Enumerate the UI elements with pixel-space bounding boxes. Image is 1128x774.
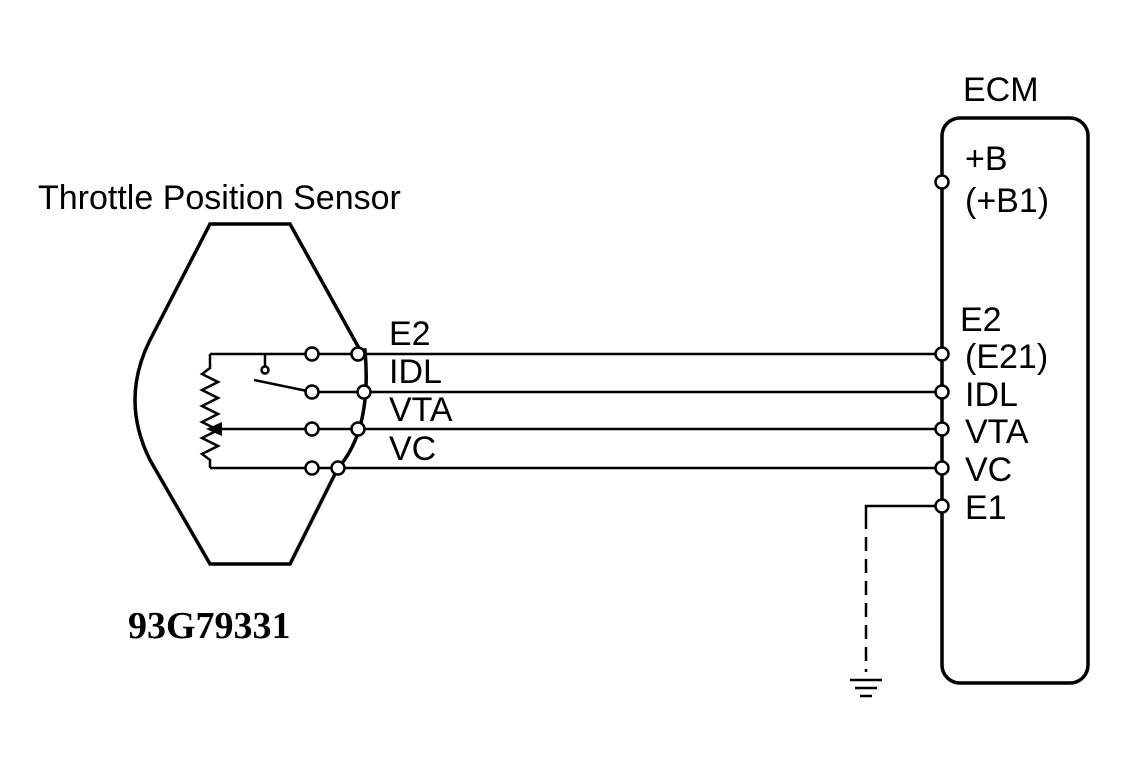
- sensor-connector-e2: [350, 346, 366, 362]
- wire-label-vc: VC: [389, 430, 436, 468]
- ecm-label-e2: E2: [960, 301, 1002, 339]
- ecm-terminal-idl: [934, 384, 950, 400]
- figure-code: 93G79331: [128, 605, 291, 647]
- sensor-inner-terminal-idl: [304, 384, 320, 400]
- ecm-label-e21: (E21): [965, 338, 1048, 376]
- ecm-label-idl: IDL: [965, 376, 1018, 414]
- wire-label-vta: VTA: [389, 391, 453, 429]
- sensor-connector-vta: [350, 421, 366, 437]
- ecm-terminal-vta: [934, 421, 950, 437]
- sensor-inner-terminal-vc: [304, 460, 320, 476]
- ecm-title: ECM: [963, 71, 1039, 109]
- idle-switch-contact: [260, 365, 270, 375]
- sensor-inner-terminal-e2: [304, 346, 320, 362]
- resistor-element: [199, 354, 221, 468]
- sensor-inner-terminal-vta: [304, 421, 320, 437]
- ground-wire-e1: [864, 504, 936, 515]
- ecm-terminal-e1: [934, 498, 950, 514]
- sensor-connector-idl: [356, 384, 372, 400]
- ecm-label-b1: (+B1): [965, 182, 1049, 220]
- wiper-arrow-icon: [206, 422, 222, 436]
- ecm-label-vc: VC: [965, 451, 1012, 489]
- ecm-label-b: +B: [965, 140, 1008, 178]
- sensor-connector-vc: [330, 460, 346, 476]
- ecm-label-e1: E1: [965, 489, 1007, 527]
- ecm-label-vta: VTA: [965, 413, 1029, 451]
- wire-label-e2: E2: [389, 315, 431, 353]
- ecm-terminal-b: [934, 174, 950, 190]
- ecm-terminal-vc: [934, 460, 950, 476]
- wire-label-idl: IDL: [389, 353, 442, 391]
- ecm-box: [940, 116, 1090, 685]
- idle-switch-blade: [253, 378, 313, 394]
- sensor-body-outline: [133, 222, 368, 566]
- ground-icon: [850, 678, 882, 698]
- sensor-title: Throttle Position Sensor: [38, 179, 401, 217]
- ecm-terminal-e2: [934, 346, 950, 362]
